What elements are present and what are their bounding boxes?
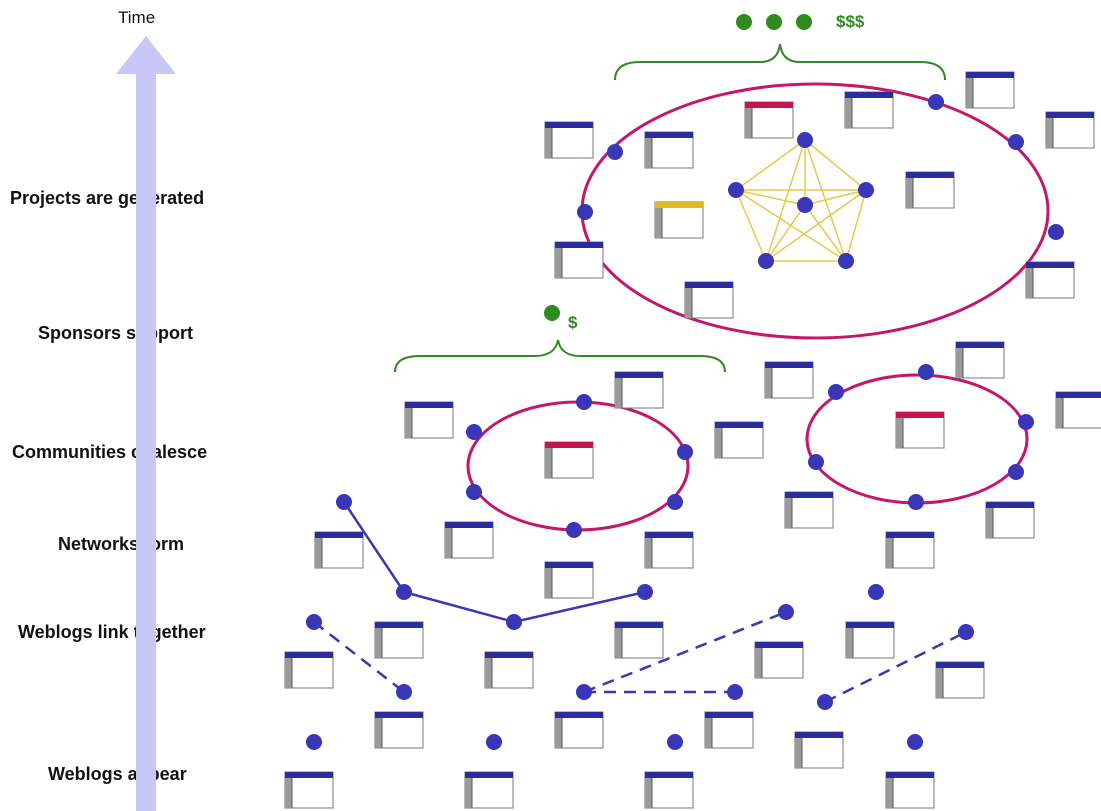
sponsor-money-low: $ bbox=[568, 313, 578, 332]
project-community-ring bbox=[580, 82, 1050, 340]
sponsor-brace-high bbox=[614, 43, 946, 81]
time-arrow bbox=[116, 36, 176, 811]
project-web bbox=[735, 139, 867, 262]
sponsor-dots-high bbox=[736, 14, 812, 30]
time-axis-label: Time bbox=[118, 8, 156, 27]
stage-label-link: Weblogs link together bbox=[18, 622, 206, 642]
stage-label-communities: Communities coalesce bbox=[12, 442, 208, 462]
sponsor-money-high: $$$ bbox=[836, 12, 865, 31]
network-link-solid bbox=[342, 501, 646, 624]
sponsor-dot-low bbox=[544, 305, 560, 321]
sponsor-brace-low bbox=[394, 339, 726, 373]
weblog-links-dashed bbox=[313, 610, 967, 704]
blog-nodes bbox=[306, 94, 1064, 750]
